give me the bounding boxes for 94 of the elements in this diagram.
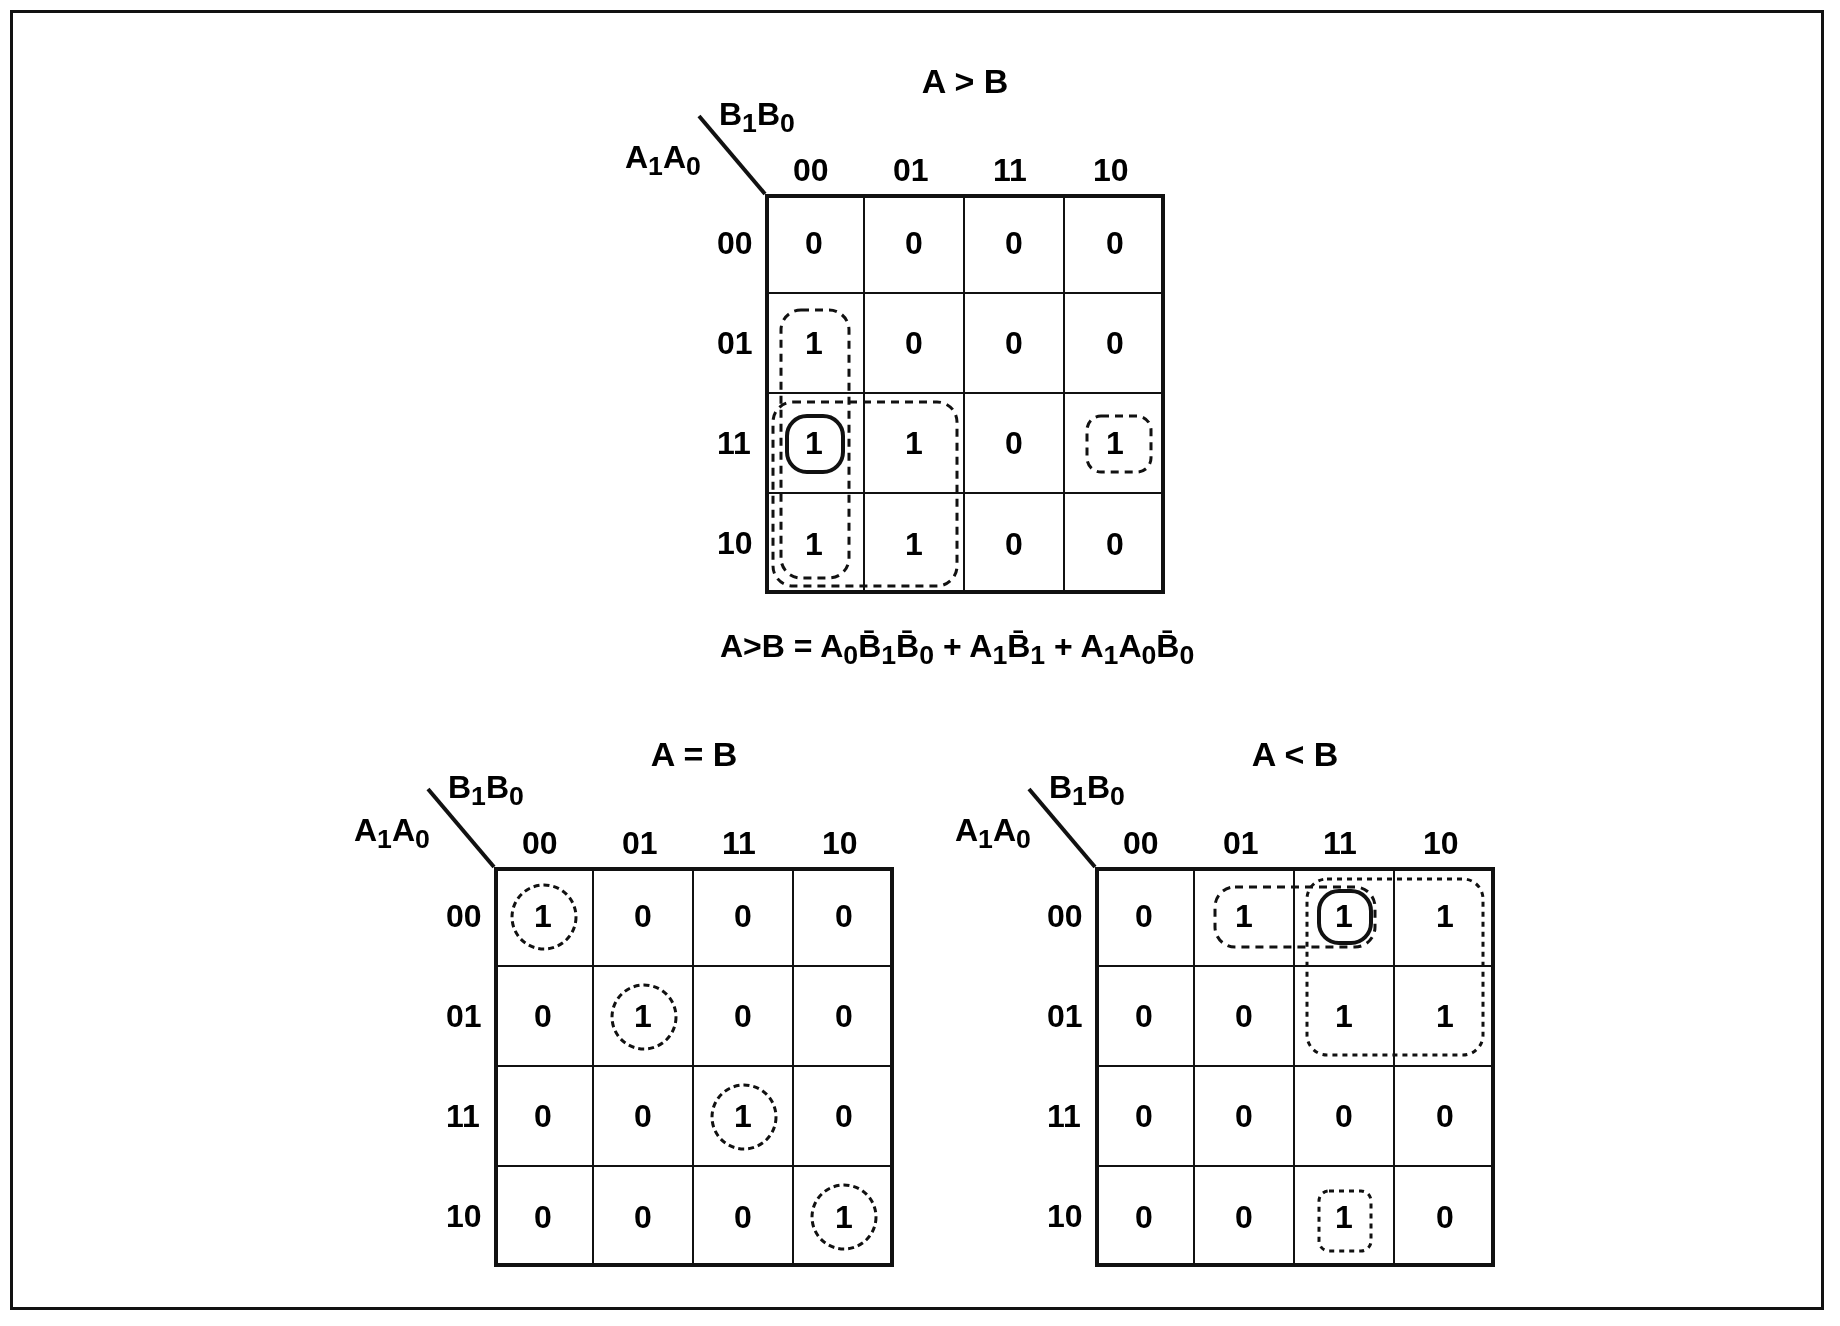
row-header: 11	[446, 1098, 480, 1135]
map-cell	[965, 394, 1065, 494]
cell-value: 1	[1335, 997, 1353, 1035]
cell-value: 0	[1005, 424, 1023, 462]
column-header: 10	[1093, 152, 1129, 189]
map-cell	[594, 967, 694, 1067]
row-header: 10	[446, 1198, 482, 1235]
column-header: 01	[893, 152, 929, 189]
column-variable-label: B$_{1}$B$_{0}$	[1049, 769, 1125, 813]
cell-value: 0	[534, 997, 552, 1035]
cell-value: 0	[1436, 1198, 1454, 1236]
cell-value: 0	[1005, 224, 1023, 262]
cell-value: 0	[805, 224, 823, 262]
row-header: 00	[1047, 898, 1083, 935]
cell-value: 0	[905, 224, 923, 262]
cell-value: 0	[1335, 1097, 1353, 1135]
column-header: 01	[1223, 825, 1259, 862]
map-cell	[1195, 967, 1295, 1067]
cell-value: 0	[905, 324, 923, 362]
map-cell	[1295, 967, 1395, 1067]
row-header: 00	[446, 898, 482, 935]
cell-value: 0	[835, 1097, 853, 1135]
cell-value: 0	[1235, 1198, 1253, 1236]
column-header: 00	[793, 152, 829, 189]
cell-value: 1	[734, 1097, 752, 1135]
cell-value: 0	[1235, 1097, 1253, 1135]
column-header: 11	[722, 825, 756, 862]
column-variable-label: B$_{1}$B$_{0}$	[719, 96, 795, 140]
map-cell	[694, 967, 794, 1067]
row-header: 10	[717, 525, 753, 562]
cell-value: 0	[634, 1198, 652, 1236]
row-variable-label: A$_{1}$A$_{0}$	[625, 139, 701, 183]
cell-value: 1	[805, 324, 823, 362]
cell-value: 1	[805, 424, 823, 462]
cell-value: 1	[1436, 997, 1454, 1035]
map-title: A = B	[649, 735, 739, 774]
boolean-equation: A>B = A$_{0}$B̄$_{1}$B̄$_{0}$ + A$_{1}$B̄$_{1}$ + A$_{1}$A$_{0}$B̄$_{0}$	[720, 628, 1195, 672]
column-header: 11	[993, 152, 1027, 189]
map-cell	[865, 394, 965, 494]
cell-value: 0	[634, 897, 652, 935]
row-header: 00	[717, 225, 753, 262]
column-header: 10	[1423, 825, 1459, 862]
cell-value: 1	[1335, 1198, 1353, 1236]
cell-value: 0	[634, 1097, 652, 1135]
row-header: 01	[717, 325, 753, 362]
cell-value: 1	[1436, 897, 1454, 935]
cell-value: 1	[1106, 424, 1124, 462]
map-cell	[965, 294, 1065, 394]
row-header: 01	[446, 998, 482, 1035]
column-header: 01	[622, 825, 658, 862]
cell-value: 1	[835, 1198, 853, 1236]
cell-value: 0	[534, 1097, 552, 1135]
cell-value: 0	[734, 997, 752, 1035]
row-header: 10	[1047, 1198, 1083, 1235]
cell-value: 0	[835, 997, 853, 1035]
cell-value: 0	[1135, 1097, 1153, 1135]
cell-value: 1	[634, 997, 652, 1035]
column-header: 00	[1123, 825, 1159, 862]
cell-value: 0	[1436, 1097, 1454, 1135]
map-cell	[594, 1067, 694, 1167]
map-cell	[1295, 1067, 1395, 1167]
row-header: 01	[1047, 998, 1083, 1035]
cell-value: 0	[534, 1198, 552, 1236]
cell-value: 1	[905, 424, 923, 462]
cell-value: 1	[905, 525, 923, 563]
cell-value: 0	[1235, 997, 1253, 1035]
cell-value: 0	[1106, 324, 1124, 362]
cell-value: 0	[734, 897, 752, 935]
map-cell	[1195, 1067, 1295, 1167]
cell-value: 1	[1235, 897, 1253, 935]
map-cell	[694, 1067, 794, 1167]
column-variable-label: B$_{1}$B$_{0}$	[448, 769, 524, 813]
cell-value: 0	[1135, 997, 1153, 1035]
column-header: 11	[1323, 825, 1357, 862]
cell-value: 0	[1005, 324, 1023, 362]
column-header: 00	[522, 825, 558, 862]
cell-value: 0	[734, 1198, 752, 1236]
row-variable-label: A$_{1}$A$_{0}$	[955, 812, 1031, 856]
cell-value: 1	[534, 897, 552, 935]
cell-value: 0	[1106, 224, 1124, 262]
row-header: 11	[1047, 1098, 1081, 1135]
cell-value: 0	[835, 897, 853, 935]
cell-value: 1	[1335, 897, 1353, 935]
map-cell	[865, 294, 965, 394]
cell-value: 0	[1106, 525, 1124, 563]
map-title: A < B	[1250, 735, 1340, 774]
column-header: 10	[822, 825, 858, 862]
cell-value: 0	[1005, 525, 1023, 563]
cell-value: 0	[1135, 1198, 1153, 1236]
row-header: 11	[717, 425, 751, 462]
cell-value: 1	[805, 525, 823, 563]
row-variable-label: A$_{1}$A$_{0}$	[354, 812, 430, 856]
map-title: A > B	[920, 62, 1010, 101]
cell-value: 0	[1135, 897, 1153, 935]
